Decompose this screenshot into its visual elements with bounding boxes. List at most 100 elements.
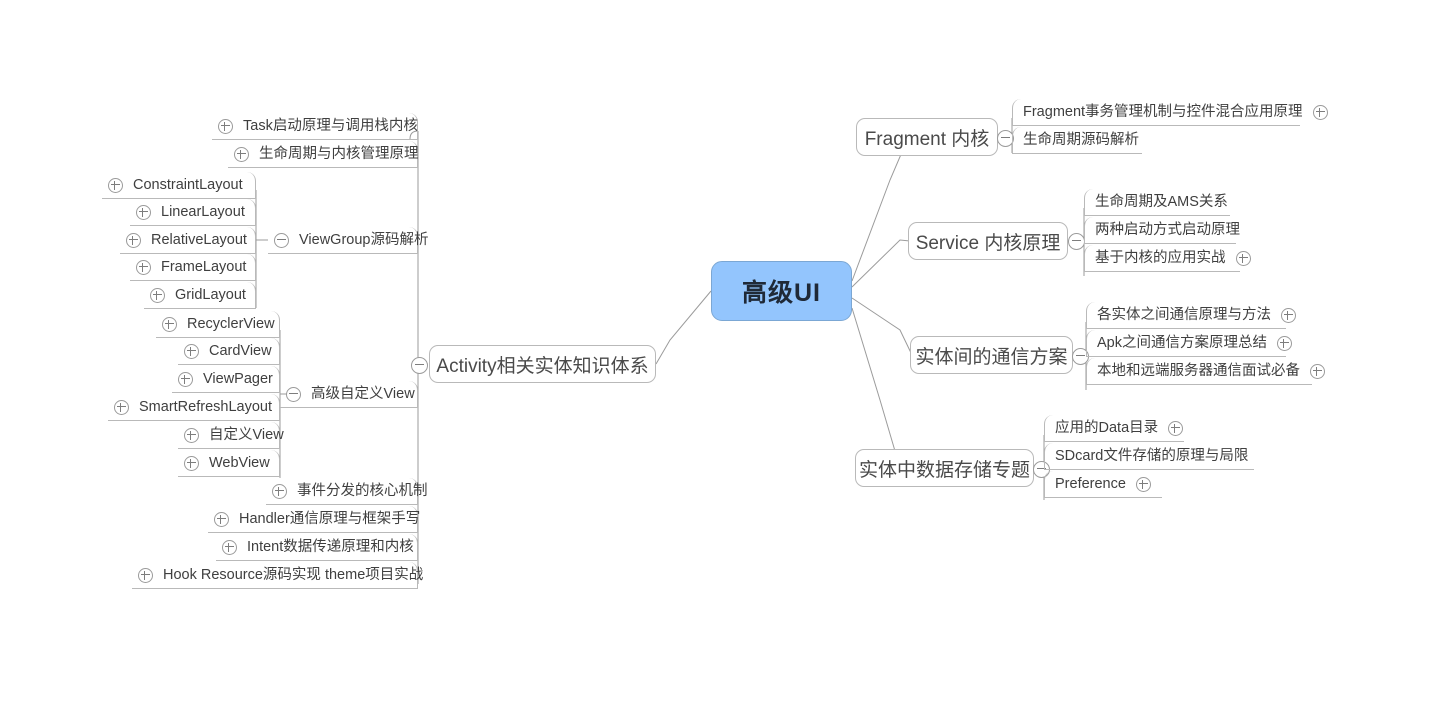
node-label: 高级自定义View — [311, 385, 415, 402]
leaf-apk-comm-summary[interactable]: Apk之间通信方案原理总结 — [1086, 330, 1292, 357]
leaf-sdcard-storage[interactable]: SDcard文件存储的原理与局限 — [1044, 443, 1254, 470]
expand-icon[interactable] — [214, 511, 229, 527]
collapse-icon[interactable] — [274, 232, 289, 248]
leaf-label: CardView — [209, 342, 272, 359]
leaf-label: LinearLayout — [161, 203, 245, 220]
leaf-service-lifecycle-ams[interactable]: 生命周期及AMS关系 — [1084, 189, 1230, 216]
leaf-smartrefreshlayout[interactable]: SmartRefreshLayout — [108, 394, 280, 421]
leaf-label: 各实体之间通信原理与方法 — [1097, 306, 1271, 323]
leaf-cardview[interactable]: CardView — [178, 338, 280, 365]
leaf-label: SDcard文件存储的原理与局限 — [1055, 447, 1249, 464]
expand-icon[interactable] — [184, 427, 199, 443]
expand-icon[interactable] — [150, 287, 165, 303]
expand-icon[interactable] — [1235, 250, 1251, 266]
expand-icon[interactable] — [184, 455, 199, 471]
leaf-hook-resource[interactable]: Hook Resource源码实现 theme项目实战 — [132, 562, 423, 589]
leaf-label: FrameLayout — [161, 258, 247, 275]
expand-icon[interactable] — [138, 567, 153, 583]
leaf-constraintlayout[interactable]: ConstraintLayout — [102, 172, 256, 199]
leaf-label: GridLayout — [175, 286, 246, 303]
collapse-icon[interactable] — [286, 386, 301, 402]
expand-icon[interactable] — [222, 539, 237, 555]
node-ipc[interactable]: 实体间的通信方案 — [910, 336, 1073, 374]
expand-icon[interactable] — [136, 259, 151, 275]
expand-icon[interactable] — [1135, 476, 1151, 492]
leaf-label: 生命周期源码解析 — [1023, 131, 1139, 148]
leaf-framelayout[interactable]: FrameLayout — [130, 254, 256, 281]
leaf-label: Intent数据传递原理和内核 — [247, 538, 414, 555]
expand-icon[interactable] — [136, 204, 151, 220]
expand-icon[interactable] — [1168, 420, 1184, 436]
expand-icon[interactable] — [218, 118, 233, 134]
expand-icon[interactable] — [272, 483, 287, 499]
expand-icon[interactable] — [1277, 335, 1292, 351]
leaf-label: RecyclerView — [187, 315, 275, 332]
leaf-label: 本地和远端服务器通信面试必备 — [1097, 362, 1300, 379]
expand-icon[interactable] — [1281, 307, 1296, 323]
leaf-event-dispatch[interactable]: 事件分发的核心机制 — [266, 478, 428, 505]
leaf-label: Apk之间通信方案原理总结 — [1097, 334, 1267, 351]
leaf-preference[interactable]: Preference — [1044, 471, 1162, 498]
leaf-label: SmartRefreshLayout — [139, 398, 272, 415]
leaf-label: 基于内核的应用实战 — [1095, 249, 1226, 266]
leaf-label: 生命周期及AMS关系 — [1095, 193, 1228, 210]
leaf-handler[interactable]: Handler通信原理与框架手写 — [208, 506, 420, 533]
expand-icon[interactable] — [1310, 363, 1325, 379]
node-activity-label: Activity相关实体知识体系 — [436, 355, 649, 377]
expand-icon[interactable] — [1312, 104, 1328, 120]
root-node[interactable]: 高级UI — [711, 261, 852, 321]
leaf-label: 两种启动方式启动原理 — [1095, 221, 1240, 238]
node-storage[interactable]: 实体中数据存储专题 — [855, 449, 1034, 487]
leaf-fragment-lifecycle-source[interactable]: 生命周期源码解析 — [1012, 127, 1142, 154]
leaf-lifecycle-kernel[interactable]: 生命周期与内核管理原理 — [228, 141, 419, 168]
leaf-label: Preference — [1055, 475, 1126, 492]
leaf-viewpager[interactable]: ViewPager — [172, 366, 280, 393]
leaf-linearlayout[interactable]: LinearLayout — [130, 199, 256, 226]
node-label: ViewGroup源码解析 — [299, 231, 429, 248]
leaf-relativelayout[interactable]: RelativeLayout — [120, 227, 256, 254]
node-advanced-customview[interactable]: 高级自定义View — [280, 381, 418, 408]
expand-icon[interactable] — [162, 316, 177, 332]
leaf-fragment-transaction[interactable]: Fragment事务管理机制与控件混合应用原理 — [1012, 99, 1328, 126]
leaf-service-two-start-modes[interactable]: 两种启动方式启动原理 — [1084, 217, 1240, 244]
leaf-label: 生命周期与内核管理原理 — [259, 145, 419, 162]
leaf-remote-server-comm[interactable]: 本地和远端服务器通信面试必备 — [1086, 358, 1325, 385]
leaf-label: Fragment事务管理机制与控件混合应用原理 — [1023, 103, 1303, 120]
node-storage-label: 实体中数据存储专题 — [859, 459, 1031, 481]
node-activity[interactable]: Activity相关实体知识体系 — [429, 345, 656, 383]
expand-icon[interactable] — [126, 232, 141, 248]
leaf-custom-view[interactable]: 自定义View — [178, 422, 284, 449]
expand-icon[interactable] — [108, 177, 123, 193]
leaf-service-practice[interactable]: 基于内核的应用实战 — [1084, 245, 1251, 272]
node-ipc-label: 实体间的通信方案 — [915, 346, 1068, 368]
leaf-entity-comm-principles[interactable]: 各实体之间通信原理与方法 — [1086, 302, 1296, 329]
leaf-gridlayout[interactable]: GridLayout — [144, 282, 256, 309]
node-viewgroup-source[interactable]: ViewGroup源码解析 — [268, 227, 428, 254]
leaf-label: WebView — [209, 454, 270, 471]
expand-icon[interactable] — [114, 399, 129, 415]
leaf-webview[interactable]: WebView — [178, 450, 280, 477]
leaf-task-startup[interactable]: Task启动原理与调用栈内核 — [212, 113, 418, 140]
leaf-recyclerview[interactable]: RecyclerView — [156, 311, 280, 338]
leaf-label: Hook Resource源码实现 theme项目实战 — [163, 566, 424, 583]
leaf-label: 事件分发的核心机制 — [297, 482, 428, 499]
node-fragment[interactable]: Fragment 内核 — [856, 118, 998, 156]
root-label: 高级UI — [741, 279, 821, 307]
collapse-toggle-activity[interactable] — [411, 357, 428, 374]
leaf-label: Task启动原理与调用栈内核 — [243, 117, 418, 134]
expand-icon[interactable] — [234, 146, 249, 162]
leaf-intent[interactable]: Intent数据传递原理和内核 — [216, 534, 418, 561]
collapse-toggle-service[interactable] — [1068, 233, 1085, 250]
leaf-label: RelativeLayout — [151, 231, 247, 248]
node-service[interactable]: Service 内核原理 — [908, 222, 1068, 260]
leaf-label: 应用的Data目录 — [1055, 419, 1159, 436]
expand-icon[interactable] — [184, 343, 199, 359]
leaf-label: 自定义View — [209, 426, 284, 443]
leaf-app-data-dir[interactable]: 应用的Data目录 — [1044, 415, 1184, 442]
expand-icon[interactable] — [178, 371, 193, 387]
leaf-label: ConstraintLayout — [133, 176, 243, 193]
collapse-toggle-fragment[interactable] — [997, 130, 1014, 147]
leaf-label: ViewPager — [203, 370, 273, 387]
node-fragment-label: Fragment 内核 — [864, 128, 990, 150]
